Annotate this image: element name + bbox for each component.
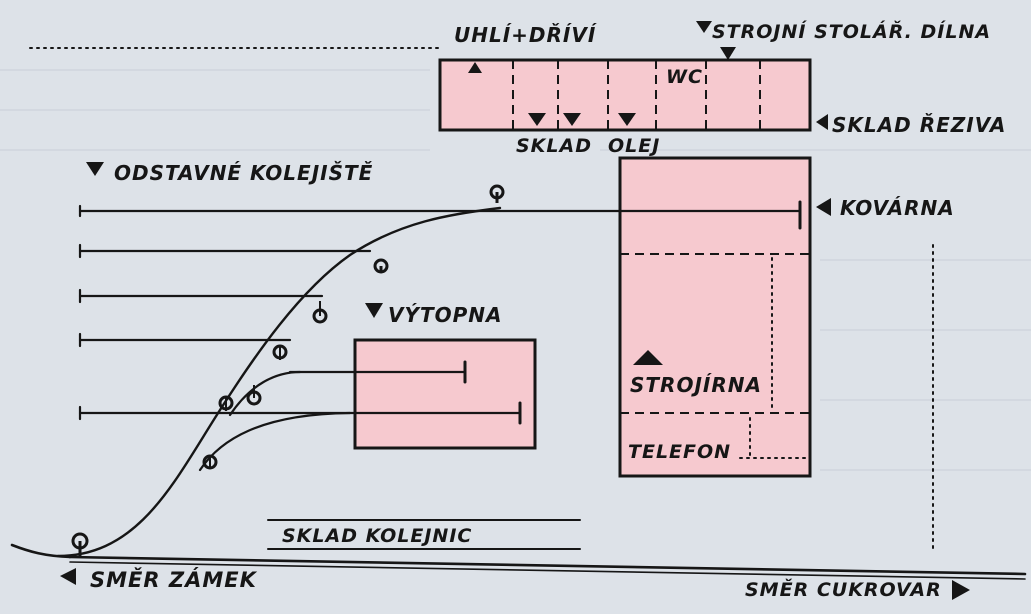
triangle-marker-up-icon (468, 62, 482, 73)
forge-label: KOVÁRNA (840, 196, 955, 220)
triangle-marker-left-icon (816, 114, 828, 130)
main-line (10, 543, 1027, 580)
wc-label: WC (666, 66, 703, 88)
triangle-marker-up-icon (633, 350, 663, 365)
signal-post-icon (312, 301, 328, 324)
signal-post-icon (246, 385, 262, 406)
triangle-marker-down-icon (528, 113, 546, 126)
signal-post-icon (71, 532, 89, 556)
signal-post-icon (272, 344, 288, 360)
coal-wood-label: UHLÍ+DŘÍVÍ (454, 23, 597, 47)
signal-post-icon (218, 395, 234, 411)
lumber-store-label: SKLAD ŘEZIVA (832, 113, 1006, 137)
siding-tracks (56, 200, 802, 558)
engine-house-building (353, 338, 537, 450)
triangle-marker-down-icon (563, 113, 581, 126)
oil-label: OLEJ (608, 135, 660, 157)
engine-house-label: VÝTOPNA (388, 303, 502, 327)
triangle-marker-left-icon (816, 198, 831, 216)
signal-post-icon (202, 454, 218, 470)
triangle-marker-right-icon (952, 580, 970, 600)
rail-storage-label: SKLAD KOLEJNIC (282, 525, 472, 547)
to-sugar-factory-label: SMĚR CUKROVAR (745, 578, 942, 601)
siding-yard-label: ODSTAVNÉ KOLEJIŠTĚ (114, 161, 373, 185)
signal-post-icons (71, 184, 505, 556)
rail-storage (267, 519, 581, 550)
carpentry-workshop-label: STROJNÍ STOLÁŘ. DÍLNA (712, 20, 991, 43)
triangle-marker-down-icon (720, 47, 736, 60)
machine-shop-building (618, 156, 812, 478)
signal-post-icon (373, 258, 389, 274)
triangle-marker-left-icon (60, 568, 76, 585)
signal-post-icon (489, 184, 505, 203)
triangle-marker-down-icon (618, 113, 636, 126)
triangle-marker-down-icon (696, 21, 712, 33)
to-castle-label: SMĚR ZÁMEK (90, 567, 258, 592)
background-texture (0, 69, 1031, 471)
machine-shop-label: STROJÍRNA (630, 373, 762, 397)
triangle-marker-down-icon (365, 303, 383, 318)
store-label: SKLAD (516, 135, 592, 157)
telephone-label: TELEFON (628, 441, 731, 463)
triangle-marker-down-icon (86, 162, 104, 176)
